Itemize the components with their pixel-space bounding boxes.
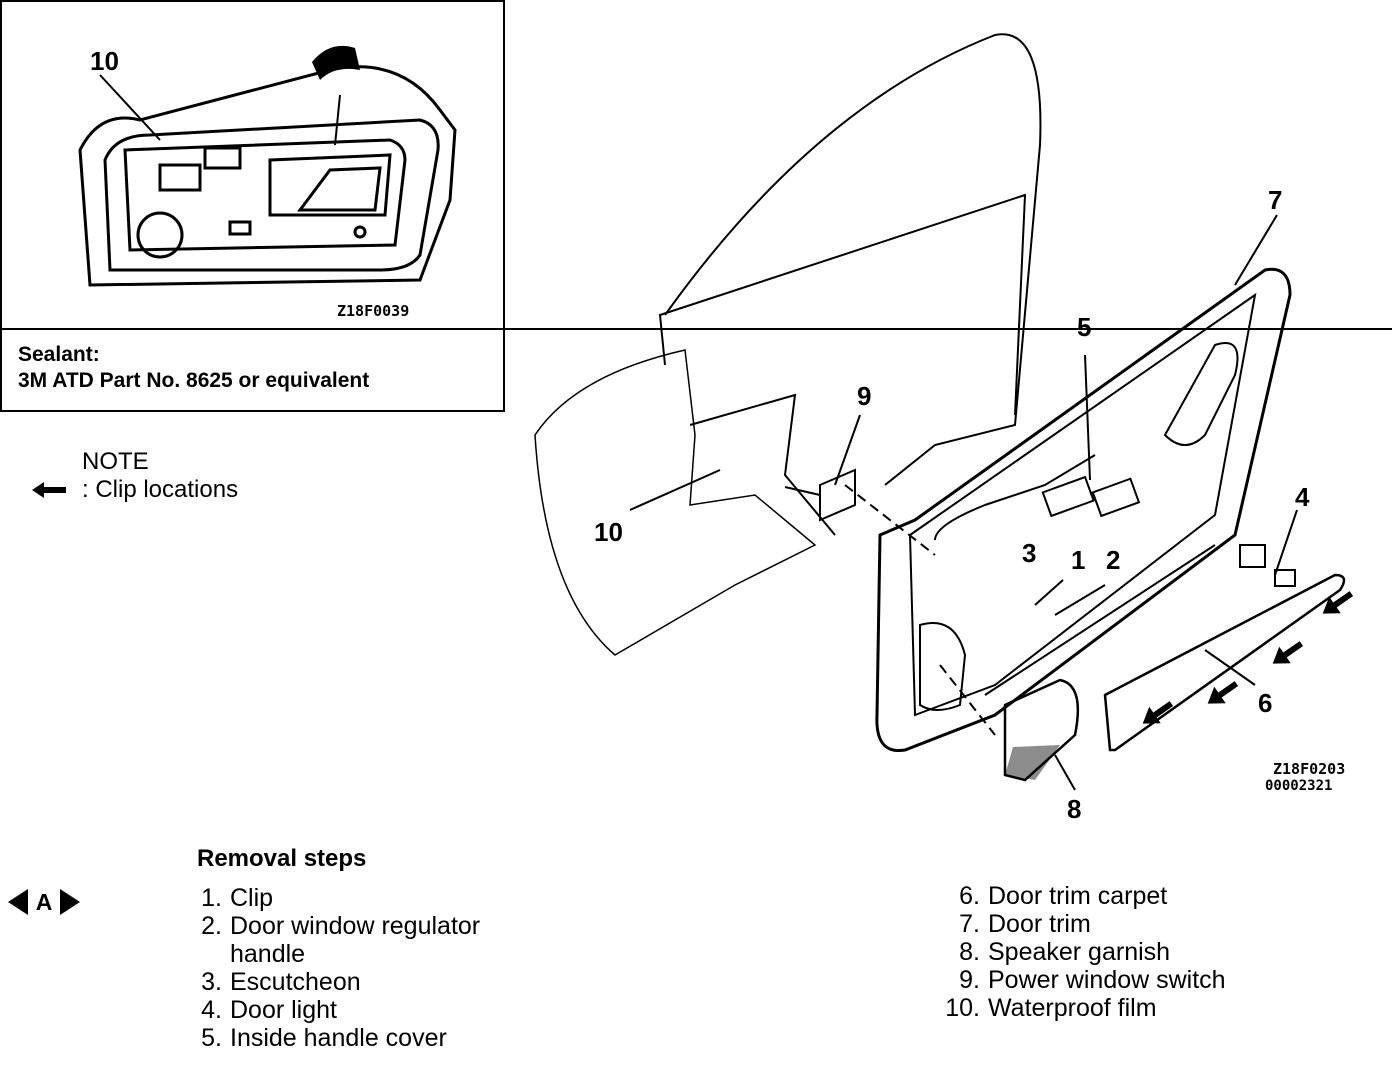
inset-door-drawing <box>78 45 457 287</box>
step-text: Power window switch <box>988 966 1226 994</box>
step-text: Door light <box>230 996 337 1024</box>
step-number: 10. <box>945 994 980 1022</box>
inset-divider <box>0 328 1392 330</box>
inset-panel: 10 Z18F0039 Sealant: 3M ATD Part No. 862… <box>0 0 1392 412</box>
removal-step-item: 7. Door trim <box>935 910 1295 938</box>
step-number: 8. <box>959 938 980 966</box>
callout-7: 7 <box>1268 185 1283 215</box>
step-number: 9. <box>959 966 980 994</box>
inset-callout-10: 10 <box>90 46 119 76</box>
removal-step-item: 2. Door window regulator <box>188 912 548 940</box>
callout-6: 6 <box>1258 688 1273 718</box>
step-text: Door trim carpet <box>988 882 1168 910</box>
callout-4: 4 <box>1295 482 1310 512</box>
main-figure-serial: 00002321 <box>1265 778 1333 794</box>
step-text: Clip <box>230 884 274 912</box>
sealant-note: Sealant: 3M ATD Part No. 8625 or equival… <box>18 342 369 394</box>
callout-1: 1 <box>1071 545 1086 575</box>
removal-step-item: handle <box>188 940 548 968</box>
badge-left-arrow-icon <box>8 889 28 915</box>
step-text: Speaker garnish <box>988 938 1171 966</box>
sealant-tube-icon <box>312 45 360 80</box>
main-exploded-diagram <box>534 33 1354 791</box>
sealant-label: Sealant: <box>18 343 100 366</box>
step-number: 4. <box>201 996 222 1024</box>
removal-step-item: 1. Clip <box>188 884 548 912</box>
step-text: Inside handle cover <box>230 1024 447 1052</box>
removal-step-item: 4. Door light <box>188 996 548 1024</box>
step-number: 5. <box>201 1024 222 1052</box>
step-text: Door trim <box>988 910 1091 938</box>
step-text: Door window regulator <box>230 912 481 940</box>
service-point-badge: A <box>8 889 80 915</box>
removal-step-item: 5. Inside handle cover <box>188 1024 548 1052</box>
badge-right-arrow-icon <box>60 889 80 915</box>
step-number: 2. <box>201 912 222 940</box>
step-text: Waterproof film <box>988 994 1157 1022</box>
step-text: Escutcheon <box>230 968 361 996</box>
removal-steps-right: 6. Door trim carpet 7. Door trim 8. Speaker g… <box>935 882 1295 1022</box>
removal-step-item: 3. Escutcheon <box>188 968 548 996</box>
removal-step-item: 9. Power window switch <box>935 966 1295 994</box>
callout-3: 3 <box>1022 538 1037 568</box>
step-number: 7. <box>959 910 980 938</box>
note-block: NOTE : Clip locations <box>82 448 238 504</box>
note-title: NOTE <box>82 448 149 475</box>
callout-8: 8 <box>1067 794 1082 824</box>
callout-2: 2 <box>1106 545 1121 575</box>
clip-location-arrow-icon <box>32 482 66 498</box>
step-number <box>188 940 222 968</box>
removal-step-item: 6. Door trim carpet <box>935 882 1295 910</box>
sealant-spec: 3M ATD Part No. 8625 or equivalent <box>18 369 370 392</box>
step-number: 6. <box>959 882 980 910</box>
callout-9: 9 <box>857 381 872 411</box>
step-number: 1. <box>201 884 222 912</box>
main-figure-code: Z18F0203 <box>1273 760 1346 778</box>
callout-5: 5 <box>1077 312 1092 342</box>
removal-step-item: 10. Waterproof film <box>935 994 1295 1022</box>
note-clip-text: : Clip locations <box>82 476 239 503</box>
inset-figure-code: Z18F0039 <box>337 302 410 320</box>
step-text: handle <box>230 940 306 968</box>
callout-10: 10 <box>594 517 623 547</box>
removal-steps-title: Removal steps <box>197 845 367 872</box>
step-number: 3. <box>201 968 222 996</box>
badge-letter: A <box>36 889 53 915</box>
removal-step-item: 8. Speaker garnish <box>935 938 1295 966</box>
